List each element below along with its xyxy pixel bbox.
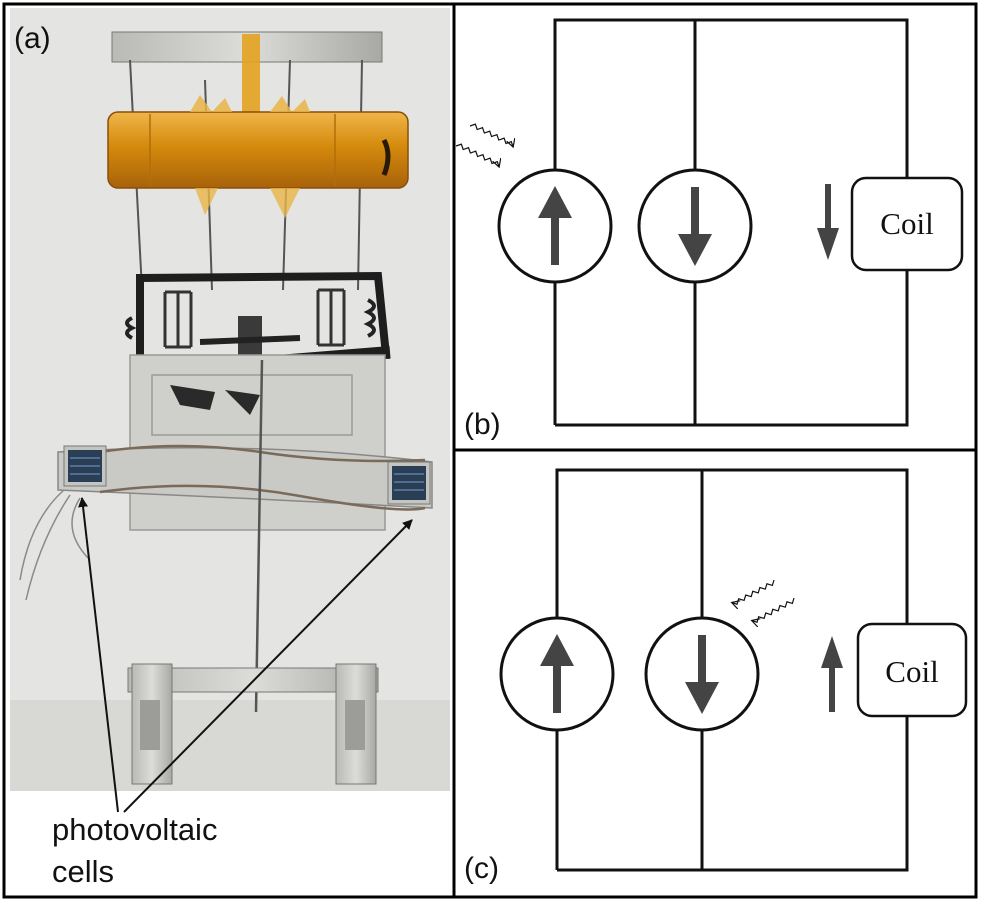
- lead-wires: [19, 489, 91, 601]
- coil-current-arrow-up: [821, 636, 843, 712]
- tape-strip-top: [242, 34, 260, 114]
- coil-label-c: Coil: [885, 654, 938, 689]
- photo-floor: [10, 700, 450, 791]
- current-source-down-icon-c: [644, 616, 760, 732]
- panel-a-photo: [10, 8, 450, 791]
- pv-cell-right: [387, 461, 431, 505]
- coil-label-b: Coil: [880, 206, 933, 241]
- caption-line-2: cells: [52, 854, 114, 889]
- plate-window: [151, 374, 353, 436]
- solder-wire-bottom: [99, 484, 426, 511]
- current-source-down-icon: [637, 168, 753, 284]
- caption-line-1: photovoltaic: [52, 812, 217, 847]
- current-source-up-icon-c: [499, 616, 615, 732]
- current-source-up-icon: [497, 168, 613, 284]
- wavy-light-arrows-icon: [455, 123, 515, 167]
- coil-wire-end: [381, 138, 391, 176]
- panel-c-circuit: Coil (c): [464, 468, 968, 885]
- wavy-light-arrows-icon-c: [732, 579, 795, 624]
- panel-b-circuit: Coil (b): [455, 18, 964, 441]
- coil-current-arrow-down: [817, 184, 839, 260]
- coil-box-b: Coil: [850, 176, 964, 272]
- flexure-right: [316, 288, 346, 347]
- coil-box-c: Coil: [856, 622, 968, 718]
- pendulum-rod: [254, 359, 264, 713]
- pv-strip: [57, 447, 433, 509]
- coil-spring-right: [363, 298, 376, 338]
- flexure-left: [163, 290, 193, 349]
- pv-cell-left: [63, 445, 107, 487]
- panel-a-label: (a): [14, 22, 51, 55]
- panel-b-label: (b): [464, 408, 501, 441]
- dark-fragments: [170, 385, 260, 415]
- kapton-flap-bottom: [195, 188, 300, 218]
- panel-c-label: (c): [464, 852, 499, 885]
- kapton-coil: [107, 111, 409, 189]
- circuit-wires-c: [555, 468, 909, 872]
- kapton-flap-left: [190, 95, 232, 112]
- pointer-arrow-left: [78, 497, 119, 813]
- kapton-flap-right: [270, 96, 310, 112]
- circuit-wires-b: [553, 18, 909, 427]
- mirror-mount: [238, 316, 262, 356]
- crossbar: [199, 335, 301, 345]
- pointer-arrow-right: [123, 519, 413, 813]
- coil-spring-left: [125, 316, 137, 340]
